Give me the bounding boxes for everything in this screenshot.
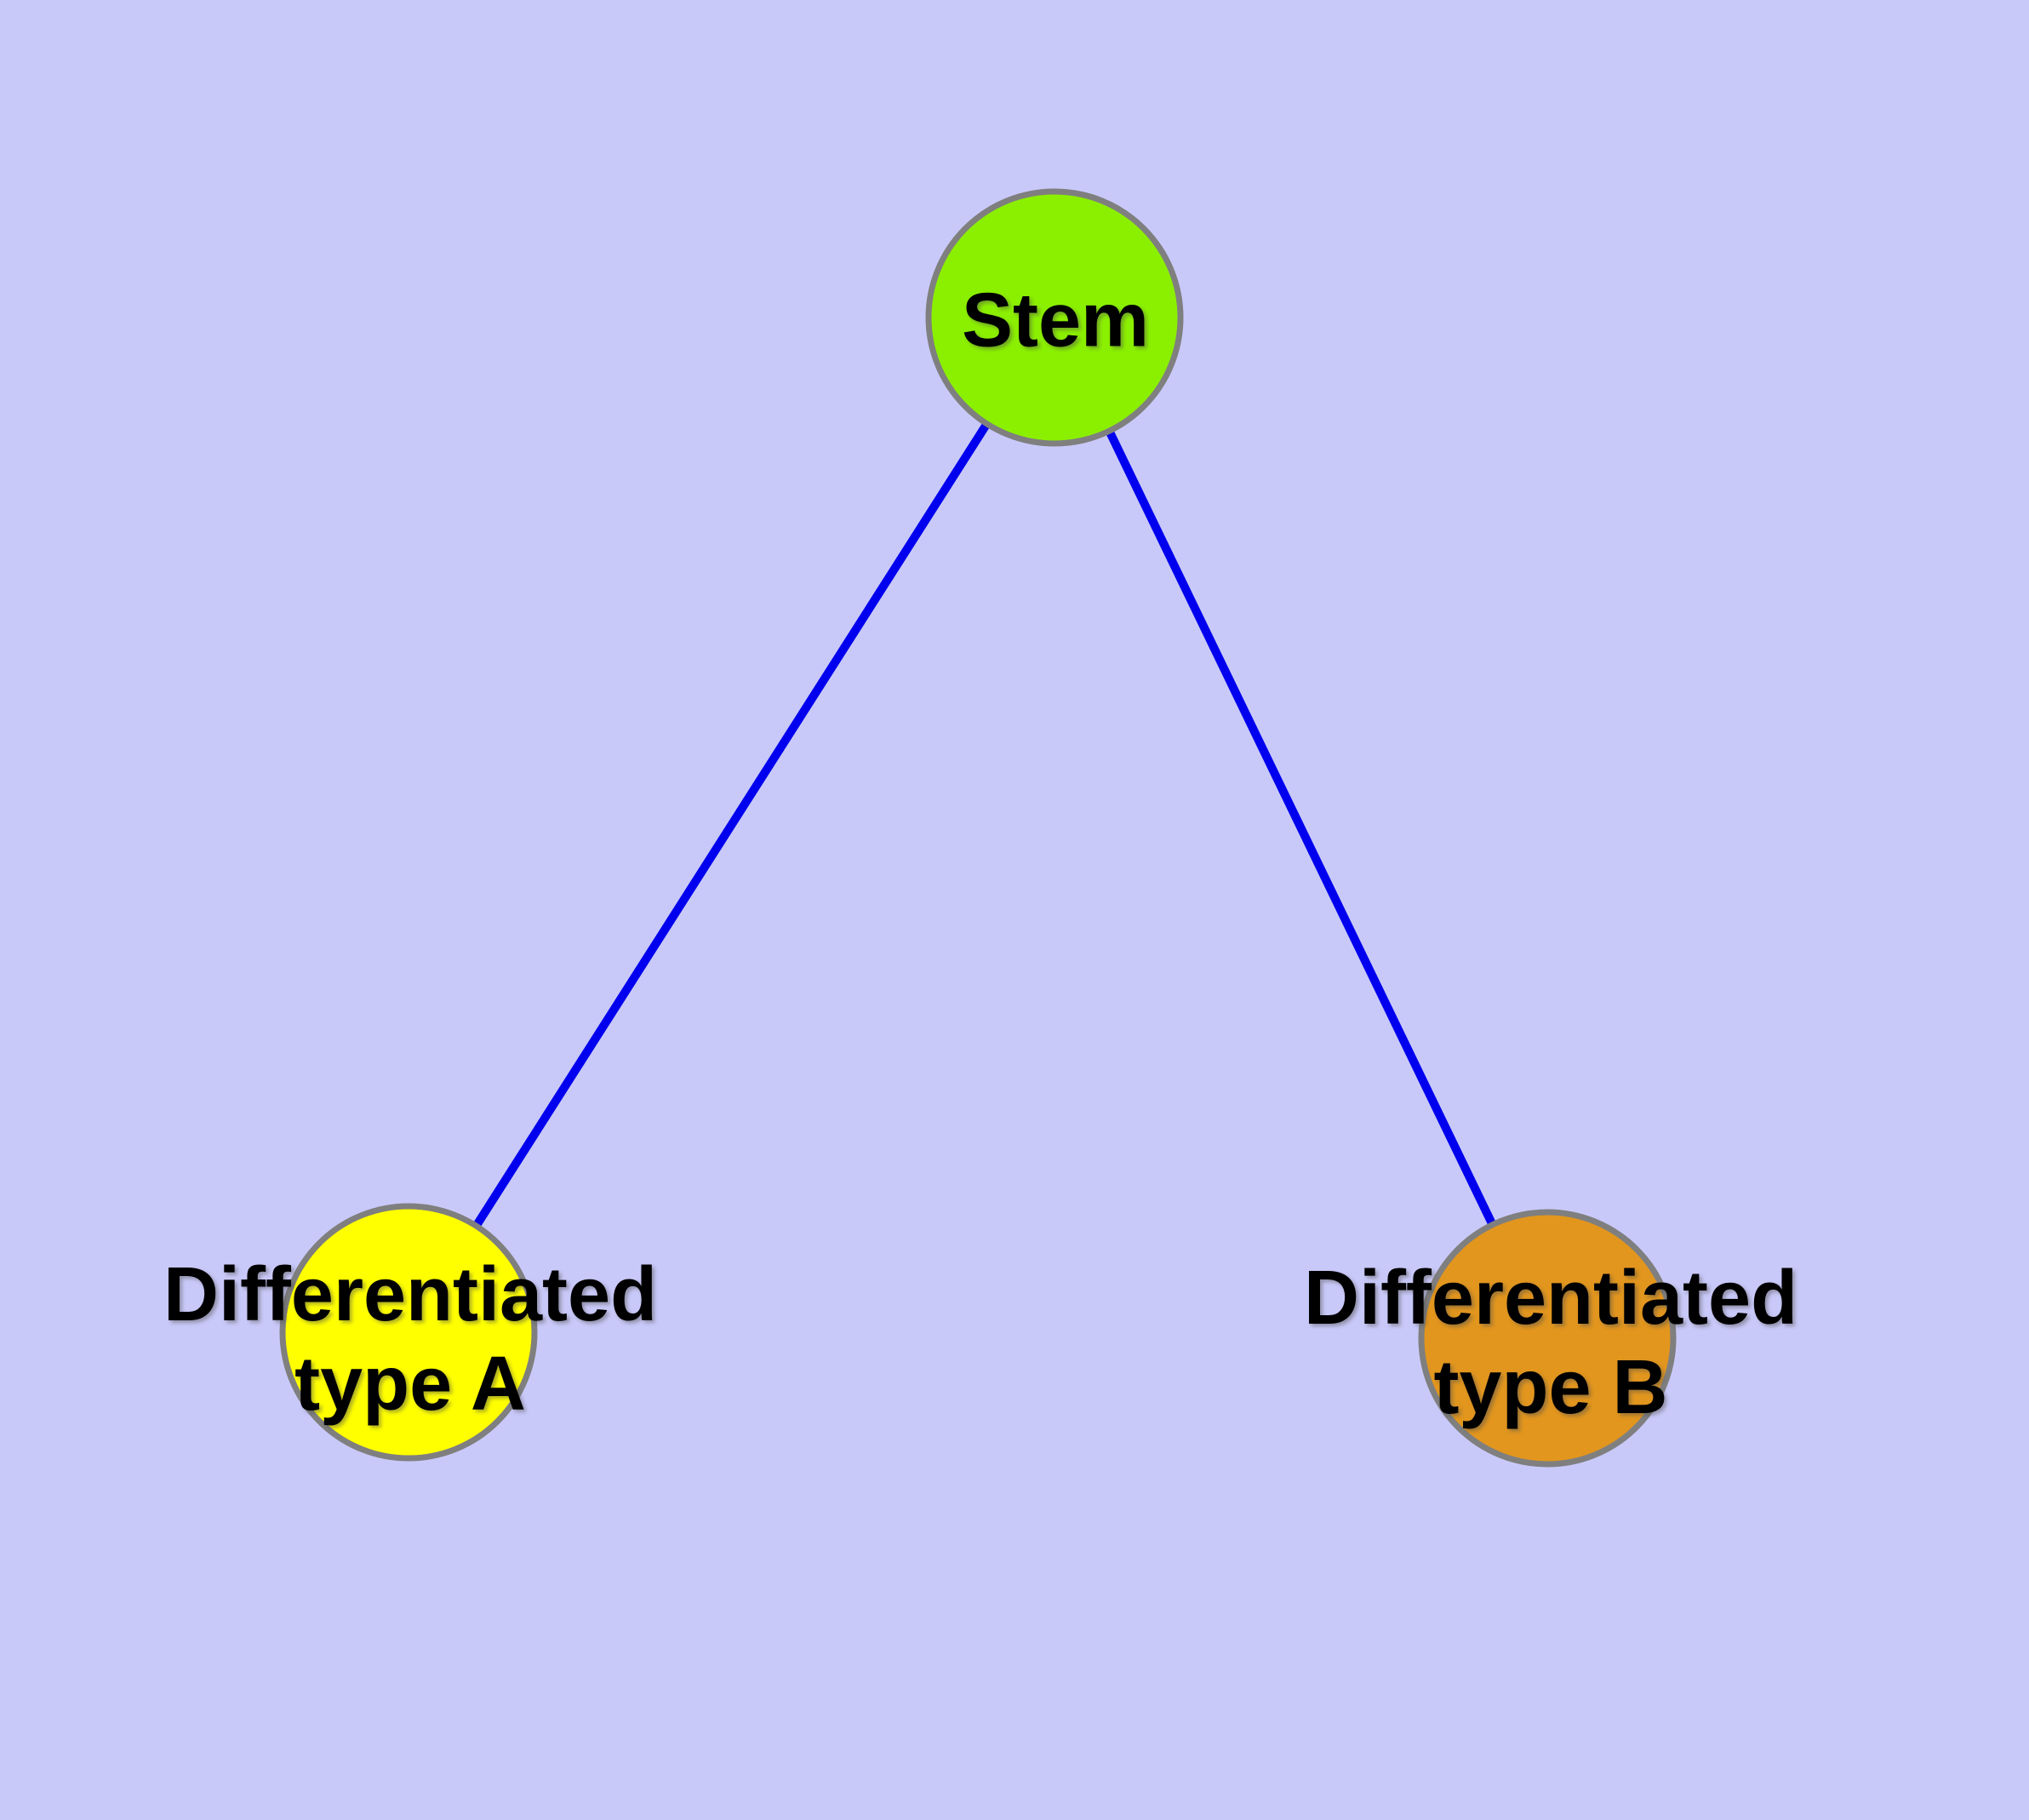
node-differentiated-type-a[interactable] bbox=[279, 1203, 538, 1462]
node-differentiated-type-a-label: Differentiated type A bbox=[163, 1252, 658, 1427]
node-stem[interactable] bbox=[925, 188, 1184, 447]
node-stem-label: Stem bbox=[961, 278, 1150, 363]
node-differentiated-type-b-label: Differentiated type B bbox=[1303, 1256, 1798, 1430]
node-differentiated-type-b[interactable] bbox=[1418, 1209, 1677, 1468]
edge-stem-to-type-b bbox=[1050, 313, 1552, 1342]
edge-stem-to-type-a bbox=[404, 313, 1059, 1336]
